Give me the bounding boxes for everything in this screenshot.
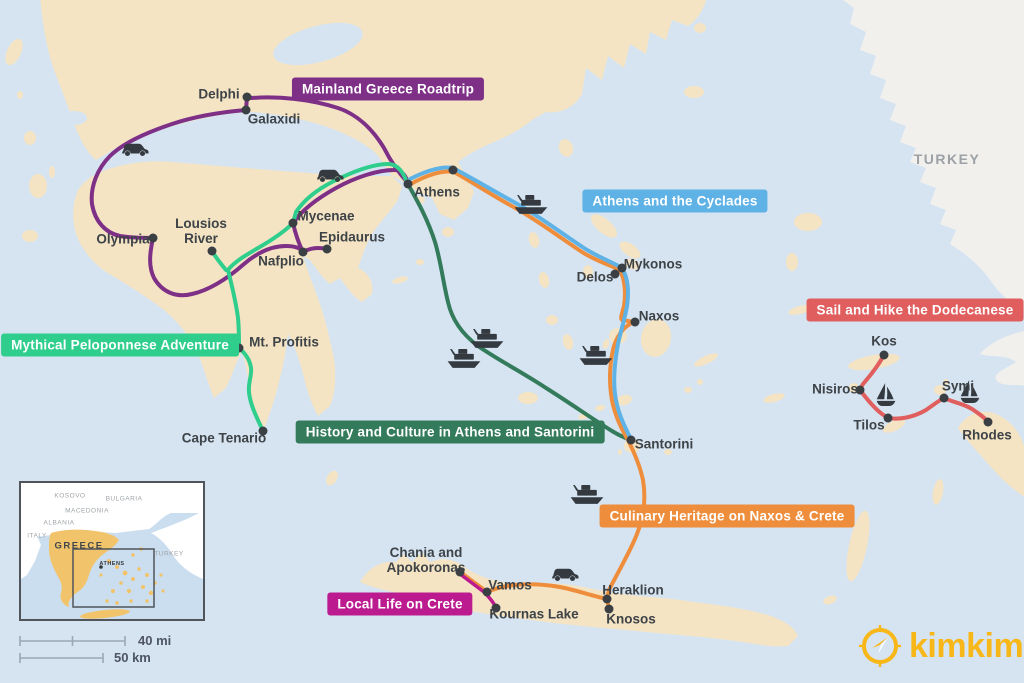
kimkim-logo: kimkim: [858, 624, 1024, 668]
inset-label-kosovo: KOSOVO: [54, 492, 86, 500]
inset-athens-dot: [99, 565, 103, 569]
inset-viewport-rect: [72, 548, 155, 608]
inset-label-bulgaria: BULGARIA: [105, 495, 143, 503]
inset-balkans-land: [21, 483, 203, 539]
place-dot-tilos: [883, 413, 893, 423]
place-dot-cape-tenario: [258, 426, 268, 436]
kimkim-wordmark: kimkim: [909, 626, 1024, 665]
inset-crete: [80, 609, 130, 619]
place-dots-layer: [148, 92, 993, 614]
inset-canvas: [21, 483, 203, 619]
place-dot-mt-profitis: [234, 343, 244, 353]
place-dot-vamos: [482, 587, 492, 597]
place-dot-athens: [403, 179, 413, 189]
place-dot-chania-and-apokoronas: [455, 567, 465, 577]
place-dot-symi: [939, 393, 949, 403]
inset-turkey-land: [151, 511, 203, 579]
place-dot-rhodes: [983, 417, 993, 427]
place-dot-mykonos: [617, 263, 627, 273]
greece-landmass: [40, 0, 1024, 647]
place-dot-galaxidi: [241, 105, 251, 115]
place-dot-santorini: [626, 435, 636, 445]
inset-islands: [99, 547, 165, 605]
place-dot-kos: [879, 350, 889, 360]
sea-inlets: [61, 22, 363, 125]
inset-label-albania: ALBANIA: [43, 519, 75, 527]
inset-label-greece: GREECE: [54, 540, 104, 552]
place-dot-delos: [610, 269, 620, 279]
compass-icon: [859, 625, 901, 667]
place-dot-nafplio: [298, 247, 308, 257]
inset-label-macedonia: MACEDONIA: [65, 507, 109, 515]
inset-label-turkey: TURKEY: [154, 550, 184, 558]
place-dot-lousios-river: [207, 246, 217, 256]
turkey-landmass: [842, 0, 1024, 386]
scale-miles-label: 40 mi: [138, 633, 172, 648]
inset-italy-land: [21, 523, 41, 579]
scale-bar-lines: [19, 636, 126, 663]
place-dot-epidaurus: [322, 244, 332, 254]
place-dot-naxos: [630, 317, 640, 327]
place-dot-kournas-lake: [491, 603, 501, 613]
islands-group: [5, 12, 949, 605]
inset-label-athens: ATHENS: [99, 561, 125, 567]
inset-label-italy: ITALY: [27, 532, 47, 540]
scale-bar: 40 mi 50 km: [14, 630, 194, 670]
place-dot-knosos: [604, 604, 614, 614]
place-dot-mycenae: [288, 218, 298, 228]
inset-overview-map: KOSOVO BULGARIA MACEDONIA ALBANIA ITALY GREEC…: [19, 481, 205, 621]
route-junction-dot: [448, 165, 458, 175]
scale-km-label: 50 km: [114, 650, 151, 665]
place-dot-delphi: [242, 92, 252, 102]
place-dot-heraklion: [602, 594, 612, 604]
place-dot-nisiros: [855, 385, 865, 395]
place-dot-olympia: [148, 233, 158, 243]
